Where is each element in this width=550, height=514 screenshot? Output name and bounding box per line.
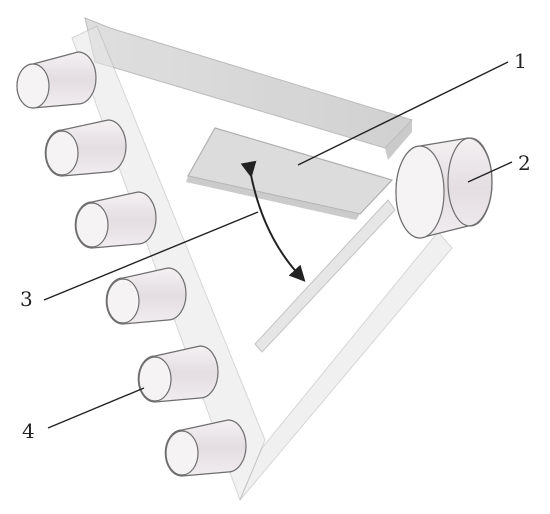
leader-line-3	[43, 211, 259, 301]
tube-right	[395, 137, 493, 239]
leader-line-4	[47, 387, 145, 429]
tube-left-1	[16, 51, 97, 109]
leader-line-1	[297, 61, 509, 166]
tube-left-2	[44, 119, 127, 177]
rotation-arrow	[240, 160, 306, 282]
tube-left-3	[74, 191, 157, 249]
leader-line-2	[467, 161, 513, 183]
tube-left-6	[164, 419, 247, 477]
right-plate	[239, 231, 453, 501]
label-3: 3	[20, 287, 33, 311]
label-1: 1	[514, 49, 527, 73]
label-2: 2	[518, 151, 531, 175]
top-plate-side	[385, 120, 412, 160]
tube-left-4	[105, 267, 187, 325]
label-4: 4	[22, 419, 35, 443]
tube-left-5	[137, 345, 219, 403]
tube-group-left	[16, 51, 247, 477]
mirror-rotated	[254, 199, 396, 353]
